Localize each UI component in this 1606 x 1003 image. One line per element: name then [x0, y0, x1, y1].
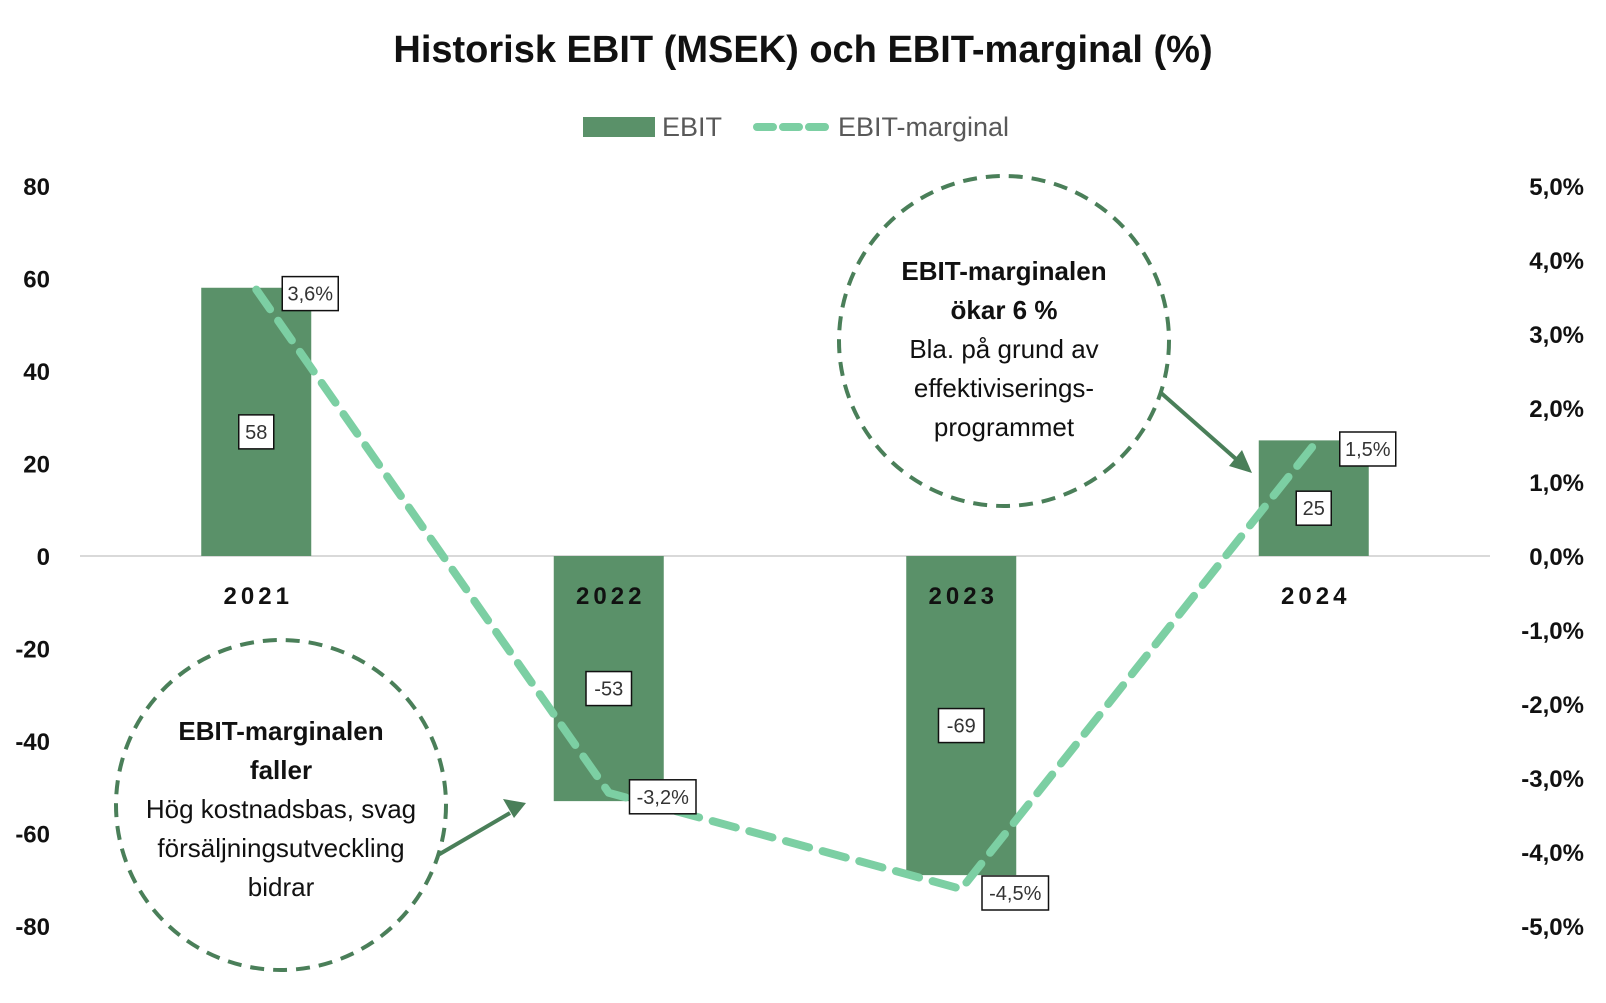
ebit-marginal-data-label-box — [1339, 431, 1397, 467]
right-tick-label: -4,0% — [1521, 840, 1584, 867]
ebit-marginal-data-labels: 3,6% -3,2% -4,5% 1,5% — [281, 275, 1397, 911]
left-tick-label: -20 — [15, 637, 50, 664]
ebit-marginal-data-label-text: 1,5% — [1345, 439, 1391, 461]
ebit-data-label-box — [585, 670, 633, 707]
right-tick-label: -5,0% — [1521, 914, 1584, 941]
ebit-data-label: 58 — [238, 414, 275, 450]
legend-label-ebit-marginal: EBIT-marginal — [838, 112, 1009, 142]
annotation-falling: EBIT-marginalen faller Hög kostnadsbas, … — [114, 638, 526, 972]
annotation-rising-title-1: EBIT-marginalen — [901, 256, 1106, 286]
ebit-marginal-data-label: 3,6% — [281, 275, 339, 312]
category-label: 2022 — [576, 583, 645, 610]
annotation-falling-text-3: bidrar — [248, 872, 315, 902]
ebit-data-label-box — [937, 707, 985, 744]
ebit-data-label: -69 — [937, 707, 985, 744]
left-tick-label: 40 — [23, 359, 50, 386]
ebit-marginal-data-label-text: 3,6% — [287, 284, 333, 306]
left-tick-label: -60 — [15, 822, 50, 849]
ebit-marginal-data-label-box — [281, 275, 339, 312]
annotation-falling-text-2: försäljningsutveckling — [157, 833, 404, 863]
category-label: 2024 — [1281, 583, 1350, 610]
right-tick-label: -1,0% — [1521, 618, 1584, 645]
annotation-rising-title-2: ökar 6 % — [951, 295, 1058, 325]
ebit-marginal-data-label: 1,5% — [1339, 431, 1397, 467]
left-tick-label: 80 — [23, 174, 50, 201]
ebit-data-label: 25 — [1295, 490, 1332, 526]
left-tick-label: 0 — [37, 544, 50, 571]
ebit-bars — [201, 287, 1369, 876]
annotation-rising-text-3: programmet — [934, 412, 1075, 442]
annotation-circle-rising — [837, 174, 1171, 508]
left-tick-label: 20 — [23, 452, 50, 479]
ebit-marginal-line — [252, 285, 1318, 893]
annotation-falling-arrowhead — [503, 799, 526, 818]
ebit-data-label-text: 58 — [245, 422, 267, 444]
right-tick-label: 4,0% — [1529, 248, 1584, 275]
annotation-rising-arrowhead — [1229, 450, 1252, 473]
chart-title: Historisk EBIT (MSEK) och EBIT-marginal … — [393, 29, 1212, 71]
right-tick-label: 3,0% — [1529, 322, 1584, 349]
annotation-rising-text-1: Bla. på grund av — [909, 334, 1098, 364]
annotation-falling-text-1: Hög kostnadsbas, svag — [146, 794, 416, 824]
right-axis: 5,0% 4,0% 3,0% 2,0% 1,0% 0,0% -1,0% -2,0% -3,0% -… — [1521, 174, 1584, 941]
legend-label-ebit: EBIT — [662, 112, 722, 142]
left-tick-label: -80 — [15, 914, 50, 941]
ebit-data-label: -53 — [585, 670, 633, 707]
annotation-rising-text-2: effektiviserings- — [914, 373, 1094, 403]
category-label: 2021 — [224, 583, 293, 610]
ebit-data-labels: 58 -53 -69 25 — [238, 414, 1332, 744]
legend: EBIT EBIT-marginal — [583, 112, 1009, 142]
right-tick-label: 2,0% — [1529, 396, 1584, 423]
ebit-marginal-data-label: -3,2% — [628, 779, 697, 815]
annotation-falling-arrow — [436, 811, 512, 857]
right-tick-label: 5,0% — [1529, 174, 1584, 201]
ebit-marginal-data-label-box — [628, 779, 697, 815]
legend-swatch-ebit — [583, 117, 655, 137]
annotation-circle-falling — [114, 638, 448, 972]
annotation-rising: EBIT-marginalen ökar 6 % Bla. på grund a… — [837, 174, 1252, 508]
ebit-data-label-box — [1295, 490, 1332, 526]
right-tick-label: 0,0% — [1529, 544, 1584, 571]
annotation-rising-arrow — [1158, 390, 1238, 461]
category-labels: 2021 2022 2023 2024 — [224, 583, 1350, 610]
ebit-data-label-text: -53 — [594, 679, 623, 701]
left-tick-label: 60 — [23, 267, 50, 294]
ebit-marginal-data-label-text: -3,2% — [637, 787, 689, 809]
ebit-data-label-text: 25 — [1303, 498, 1325, 520]
left-axis: 80 60 40 20 0 -20 -40 -60 -80 — [15, 174, 50, 941]
ebit-marginal-data-label-box — [981, 875, 1050, 911]
ebit-marginal-data-label: -4,5% — [981, 875, 1050, 911]
annotation-falling-title-2: faller — [250, 755, 312, 785]
left-tick-label: -40 — [15, 729, 50, 756]
category-label: 2023 — [929, 583, 998, 610]
ebit-marginal-data-label-text: -4,5% — [989, 883, 1041, 905]
ebit-data-label-box — [238, 414, 275, 450]
right-tick-label: 1,0% — [1529, 470, 1584, 497]
annotation-falling-title-1: EBIT-marginalen — [178, 716, 383, 746]
ebit-data-label-text: -69 — [947, 716, 976, 738]
right-tick-label: -3,0% — [1521, 766, 1584, 793]
right-tick-label: -2,0% — [1521, 692, 1584, 719]
